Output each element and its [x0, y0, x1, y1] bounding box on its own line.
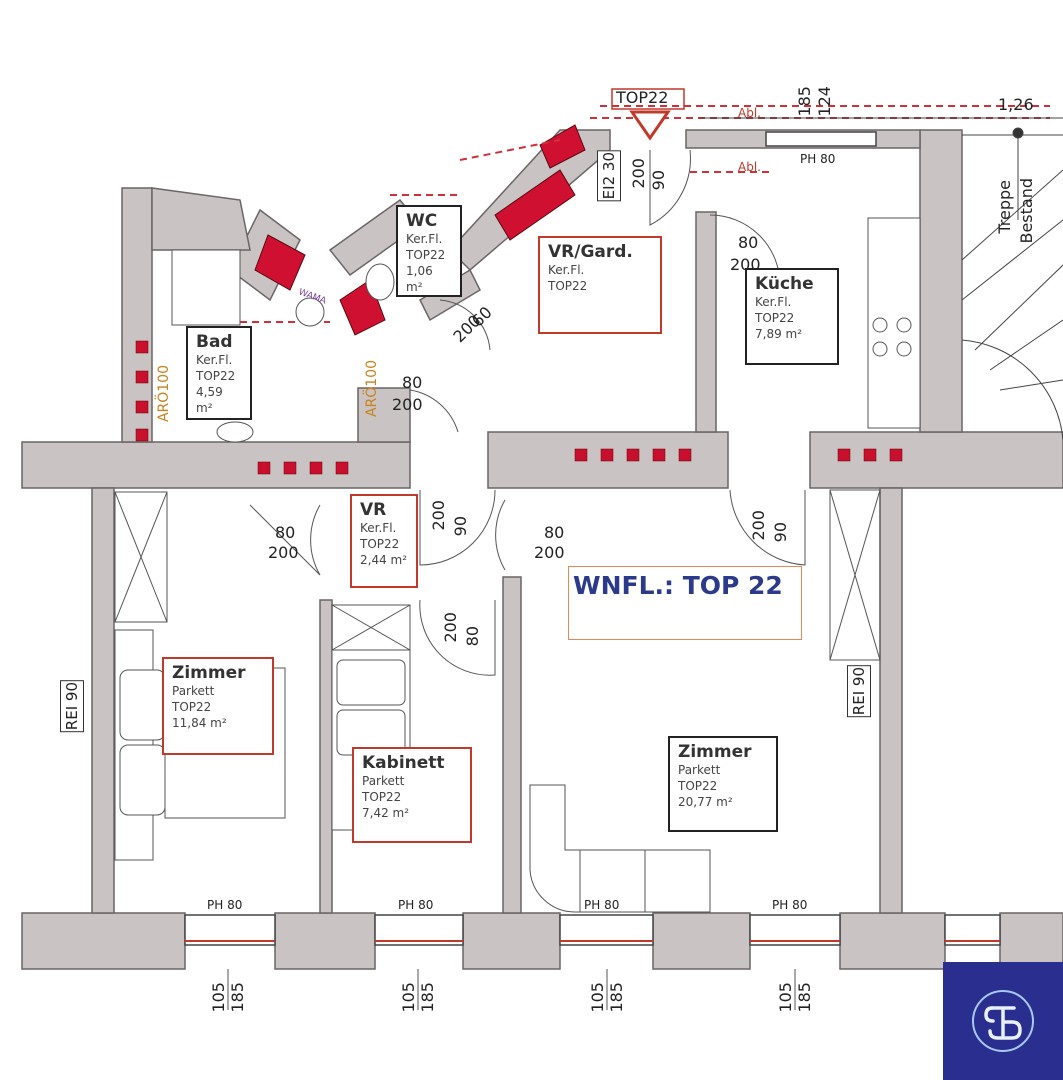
door-zimmer-200: 200 [268, 543, 299, 562]
room-wc-floor: Ker.Fl. [406, 232, 443, 246]
door-vr-vert-90: 90 [451, 516, 470, 537]
room-kueche: Küche Ker.Fl. TOP22 7,89 m² [745, 268, 839, 365]
room-zimmer-left-name: Zimmer [172, 663, 246, 683]
ph80-top: PH 80 [800, 152, 836, 166]
room-kabinett-name: Kabinett [362, 753, 445, 773]
ei230-label: EI2 30 [597, 150, 621, 202]
window-1-185: 185 [228, 982, 247, 1013]
window-3-185: 185 [607, 982, 626, 1013]
room-vr-floor: Ker.Fl. [360, 521, 397, 535]
dim-185-top: 185 [795, 86, 814, 117]
room-kueche-name: Küche [755, 274, 814, 294]
dim-126: 1,26 [998, 95, 1034, 114]
room-kueche-area: 7,89 m² [755, 327, 803, 341]
room-wc-name: WC [406, 211, 438, 231]
room-zimmer-left-floor: Parkett [172, 684, 215, 698]
room-kabinett-unit: TOP22 [362, 790, 402, 804]
room-vr-gard: VR/Gard. Ker.Fl. TOP22 [538, 236, 662, 334]
room-zimmer-right-unit: TOP22 [678, 779, 718, 793]
room-vr-unit: TOP22 [360, 537, 400, 551]
door-wohn-200: 200 [534, 543, 565, 562]
dim-200-top: 200 [629, 158, 648, 189]
room-zimmer-left: Zimmer Parkett TOP22 11,84 m² [162, 657, 274, 755]
room-zimmer-right: Zimmer Parkett TOP22 20,77 m² [668, 736, 778, 832]
abl-label-2: Abl. [738, 160, 761, 174]
stair-label-treppe: Treppe [995, 180, 1014, 234]
door-vr-200: 200 [392, 395, 423, 414]
window-dim-lines [227, 969, 796, 1010]
door-vr-vert-200: 200 [429, 500, 448, 531]
window-2-185: 185 [418, 982, 437, 1013]
room-kabinett-floor: Parkett [362, 774, 405, 788]
room-zimmer-right-floor: Parkett [678, 763, 721, 777]
room-bad-area: 4,59 m² [196, 385, 223, 415]
room-bad-unit: TOP22 [196, 369, 236, 383]
window-4-185: 185 [795, 982, 814, 1013]
room-zimmer-left-area: 11,84 m² [172, 716, 227, 730]
wnfl-label: WNFL.: TOP 22 [573, 571, 783, 600]
window-1-105: 105 [209, 982, 228, 1013]
window-2-ph80: PH 80 [398, 898, 434, 912]
door-kue-down-200: 200 [749, 510, 768, 541]
brand-logo [943, 962, 1063, 1080]
window-1-ph80: PH 80 [207, 898, 243, 912]
room-vr-gard-name: VR/Gard. [548, 242, 633, 262]
room-bad-floor: Ker.Fl. [196, 353, 233, 367]
door-kueche-200: 200 [730, 255, 761, 274]
window-3-ph80: PH 80 [584, 898, 620, 912]
stair-label-bestand: Bestand [1017, 178, 1036, 244]
furniture [114, 217, 921, 913]
door-kueche-80: 80 [738, 233, 759, 252]
rei90-right: REI 90 [847, 665, 871, 718]
window-2-105: 105 [399, 982, 418, 1013]
level-marker [611, 88, 685, 141]
door-kue-down-90: 90 [771, 522, 790, 543]
door-vr-80: 80 [402, 373, 423, 392]
door-kab-80: 80 [463, 626, 482, 647]
window-3-105: 105 [588, 982, 607, 1013]
window-4-ph80: PH 80 [772, 898, 808, 912]
room-kueche-floor: Ker.Fl. [755, 295, 792, 309]
stair [961, 127, 1063, 441]
room-wc: WC Ker.Fl. TOP22 1,06 m² [396, 205, 462, 297]
room-vr-gard-unit: TOP22 [548, 279, 588, 293]
room-vr: VR Ker.Fl. TOP22 2,44 m² [350, 494, 418, 588]
dim-124: 124 [815, 86, 834, 117]
room-zimmer-right-area: 20,77 m² [678, 795, 733, 809]
door-zimmer-80: 80 [275, 523, 296, 542]
top-label: TOP22 [616, 88, 669, 107]
room-kueche-unit: TOP22 [755, 311, 795, 325]
abl-label-1: Abl. [738, 106, 761, 120]
door-wohn-80: 80 [544, 523, 565, 542]
room-vr-name: VR [360, 500, 387, 520]
room-wc-area: 1,06 m² [406, 264, 433, 294]
door-kab-200: 200 [441, 612, 460, 643]
room-kabinett: Kabinett Parkett TOP22 7,42 m² [352, 747, 472, 843]
sp-monogram-icon [972, 990, 1034, 1052]
room-kabinett-area: 7,42 m² [362, 806, 410, 820]
wall-markers [135, 340, 903, 475]
room-bad-name: Bad [196, 332, 233, 352]
room-vr-area: 2,44 m² [360, 553, 408, 567]
aro100-vr: ARÖ100 [364, 360, 380, 418]
aro100-bad: ARÖ100 [156, 365, 172, 423]
room-wc-unit: TOP22 [406, 248, 446, 262]
rei90-left: REI 90 [60, 680, 84, 733]
room-vr-gard-floor: Ker.Fl. [548, 263, 585, 277]
room-zimmer-left-unit: TOP22 [172, 700, 212, 714]
window-4-105: 105 [776, 982, 795, 1013]
walls [21, 129, 1063, 970]
dim-90-top: 90 [649, 170, 668, 191]
room-bad: Bad Ker.Fl. TOP22 4,59 m² [186, 326, 252, 420]
wnfl-box: WNFL.: TOP 22 [568, 566, 802, 640]
room-zimmer-right-name: Zimmer [678, 742, 752, 762]
